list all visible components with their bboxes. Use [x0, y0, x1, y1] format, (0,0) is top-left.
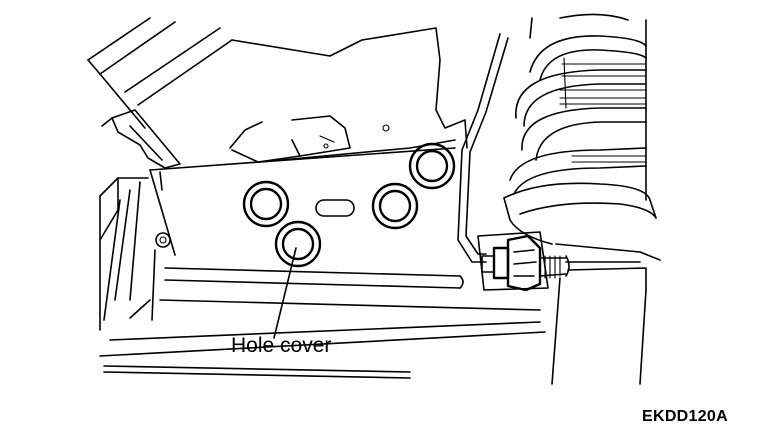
side-panel [99, 147, 456, 331]
coil-spring-icon [509, 13, 647, 201]
lower-rail [99, 267, 546, 379]
hole-cover-icon [242, 180, 290, 228]
bolt-icon [155, 232, 171, 248]
wheel-arch-panel [229, 27, 468, 163]
hole-cover-icon [408, 142, 456, 190]
sensor-connector-icon [477, 231, 570, 385]
callout-leader [273, 247, 297, 339]
strut-housing [503, 182, 661, 385]
mounting-bracket [101, 109, 181, 169]
hole-cover-icon [274, 220, 322, 268]
sensor-wire [457, 33, 509, 263]
figure-code: EKDD120A [642, 408, 728, 425]
hole-cover-icon [371, 182, 419, 230]
oblong-slot [315, 199, 355, 217]
body-frame-upper-left [87, 17, 233, 129]
hole-cover-label: Hole cover [231, 334, 332, 357]
